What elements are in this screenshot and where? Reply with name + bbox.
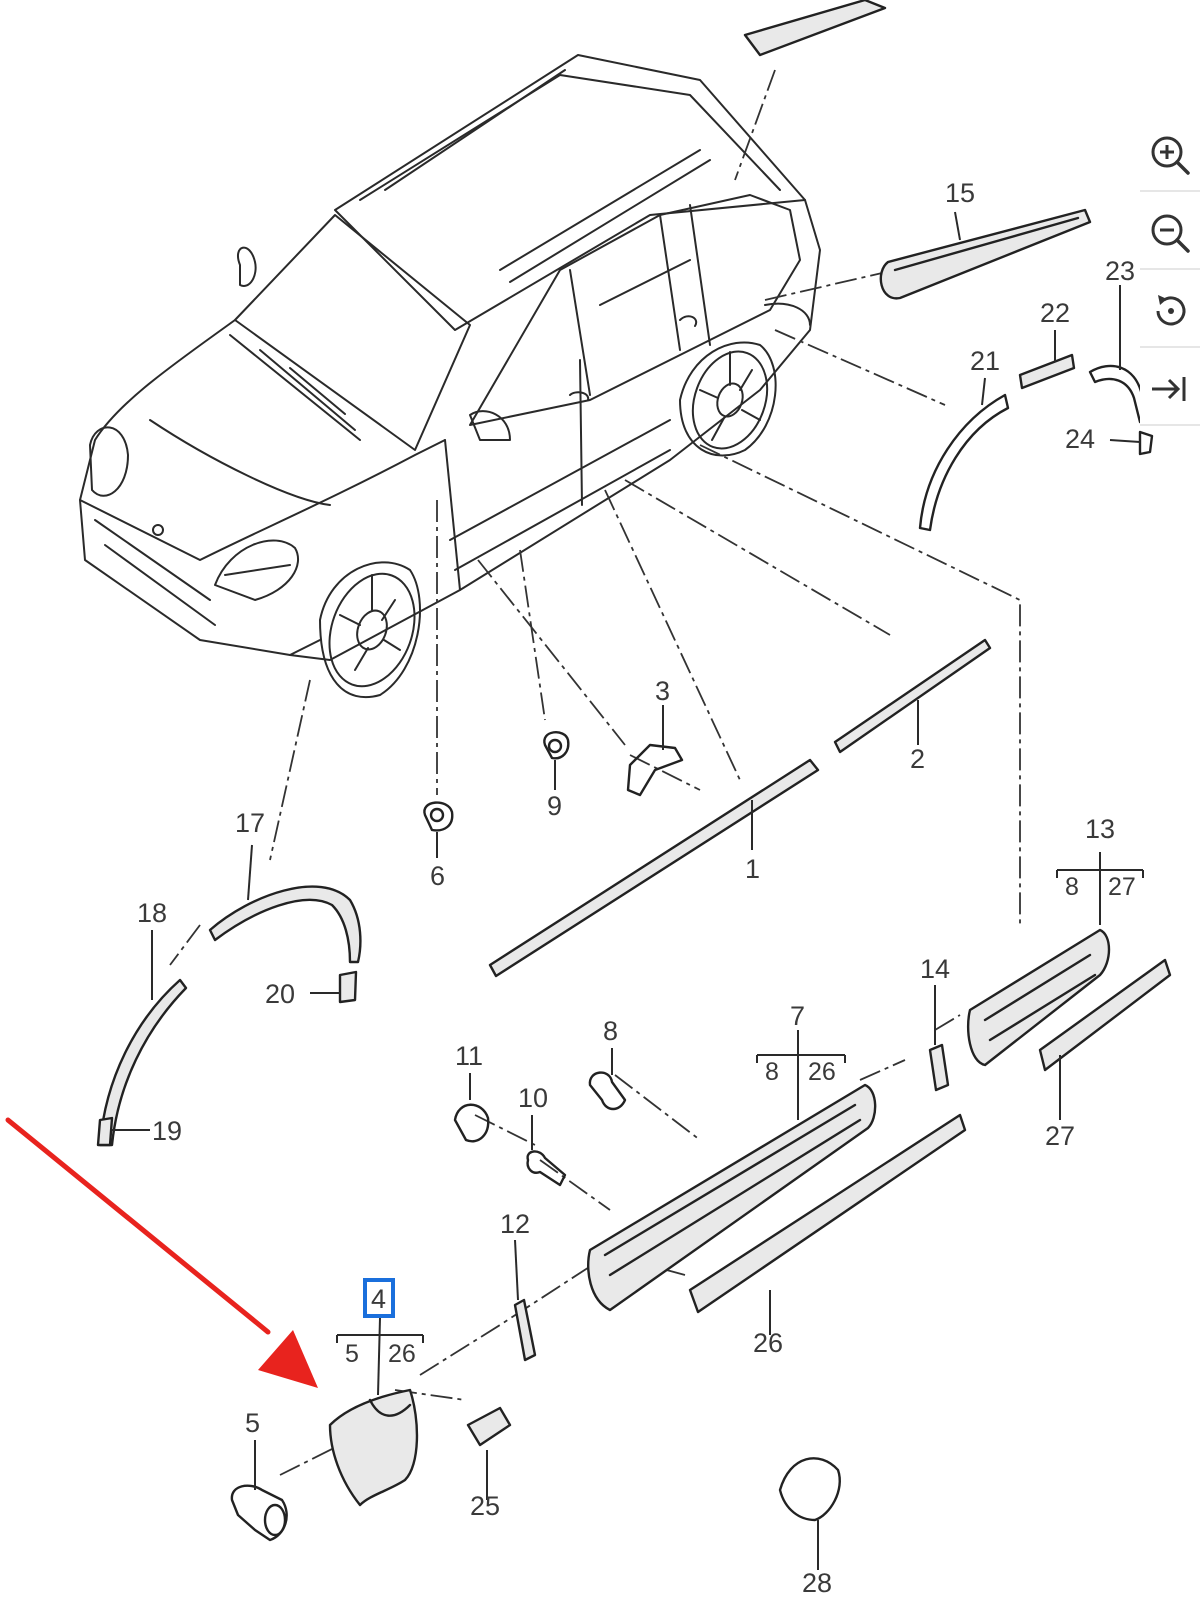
callout-11[interactable]: 11 [455, 1041, 483, 1071]
red-arrow [5, 1117, 318, 1388]
zoom-in-button[interactable] [1140, 120, 1200, 192]
leader-lines [112, 211, 1144, 1570]
callout-19[interactable]: 19 [152, 1116, 182, 1146]
part-15-trim [879, 208, 1092, 300]
parts [96, 0, 1172, 1542]
assembly-lines [169, 69, 1021, 1476]
part-19-end [96, 1116, 114, 1147]
zoom-out-button[interactable] [1140, 198, 1200, 270]
callout-28[interactable]: 28 [802, 1568, 832, 1598]
assembly-7-left: 8 [765, 1058, 779, 1086]
part-3-clip [626, 743, 684, 797]
collapse-panel-button[interactable] [1140, 354, 1200, 426]
part-5-clip [230, 1484, 288, 1542]
part-17-arch [208, 885, 362, 964]
callout-13[interactable]: 13 [1085, 814, 1115, 844]
assembly-7-right: 26 [808, 1058, 836, 1086]
top-trim-part [743, 0, 887, 57]
callout-1[interactable]: 1 [745, 854, 760, 884]
callout-7[interactable]: 7 [790, 1001, 805, 1031]
part-6-clip [423, 801, 454, 832]
callout-labels: 15 21 22 23 24 3 2 9 6 1 17 18 19 20 14 … [137, 178, 1136, 1598]
callout-9[interactable]: 9 [547, 791, 562, 821]
callout-26[interactable]: 26 [753, 1328, 783, 1358]
highlight-box [363, 1278, 395, 1318]
part-22-trim [1018, 353, 1076, 390]
callout-3[interactable]: 3 [655, 676, 670, 706]
car-illustration [79, 54, 821, 699]
callout-12[interactable]: 12 [500, 1209, 530, 1239]
zoom-out-icon [1151, 214, 1190, 253]
part-10-bolt [526, 1150, 567, 1187]
part-7-panel [587, 1083, 877, 1312]
callout-14[interactable]: 14 [920, 954, 950, 984]
callout-5[interactable]: 5 [245, 1408, 260, 1438]
collapse-panel-icon [1152, 377, 1186, 401]
assembly-13-left: 8 [1065, 873, 1079, 901]
callout-27[interactable]: 27 [1045, 1121, 1075, 1151]
callout-18[interactable]: 18 [137, 898, 167, 928]
part-1-strip [488, 758, 820, 978]
part-12-clip [513, 1298, 537, 1362]
part-24-clip [1138, 430, 1154, 456]
part-13-panel [966, 928, 1111, 1067]
part-20-clip [338, 970, 358, 1004]
rotate-reset-icon [1156, 295, 1186, 326]
part-27-strip [1038, 958, 1172, 1072]
callout-10[interactable]: 10 [518, 1083, 548, 1113]
viewer-toolbar [1140, 120, 1200, 430]
part-28-clip [778, 1457, 841, 1522]
callout-6[interactable]: 6 [430, 861, 445, 891]
callout-23[interactable]: 23 [1105, 256, 1135, 286]
part-14-clip [928, 1043, 950, 1092]
callout-21[interactable]: 21 [970, 346, 1000, 376]
part-26-strip [688, 1113, 967, 1314]
callout-8[interactable]: 8 [603, 1016, 618, 1046]
part-21-arch [918, 393, 1010, 532]
assembly-13-right: 27 [1108, 873, 1136, 901]
callout-15[interactable]: 15 [945, 178, 975, 208]
callout-20[interactable]: 20 [265, 979, 295, 1009]
callout-22[interactable]: 22 [1040, 298, 1070, 328]
part-2-strip [833, 638, 992, 754]
callout-2[interactable]: 2 [910, 744, 925, 774]
zoom-in-icon [1151, 136, 1190, 175]
assembly-4-left: 5 [345, 1340, 359, 1368]
reset-rotation-button[interactable] [1140, 276, 1200, 348]
part-11-clip [453, 1103, 490, 1143]
callout-24[interactable]: 24 [1065, 424, 1095, 454]
assembly-4-right: 26 [388, 1340, 416, 1368]
part-9-clip [543, 731, 570, 760]
callout-25[interactable]: 25 [470, 1491, 500, 1521]
part-25-clip [466, 1406, 512, 1447]
part-8-clip [588, 1071, 627, 1111]
callout-17[interactable]: 17 [235, 808, 265, 838]
part-4-end-cap [328, 1388, 419, 1507]
callout-4[interactable]: 4 [371, 1284, 386, 1314]
